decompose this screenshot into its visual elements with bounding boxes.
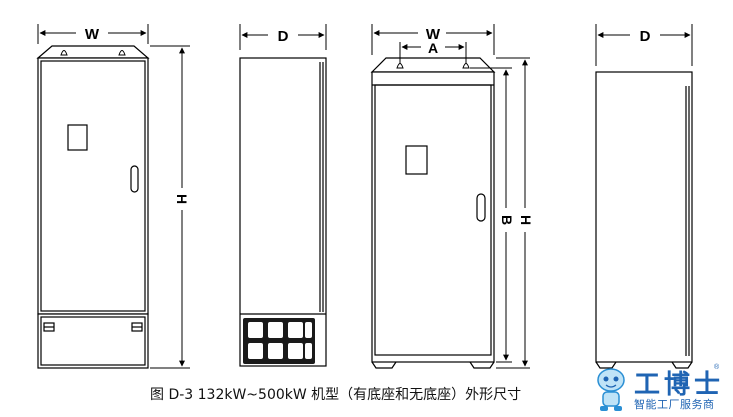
mount-spacing-width-label: A xyxy=(428,40,438,56)
registered-mark: ® xyxy=(714,364,720,371)
front-view-without-base xyxy=(370,57,496,369)
robot-mascot-icon xyxy=(597,368,625,411)
mount-spacing-height-label: B xyxy=(499,215,515,225)
height-label-1: H xyxy=(174,194,190,204)
width-dimension-2 xyxy=(371,24,495,55)
vent-openings xyxy=(248,322,312,359)
width-label-1: W xyxy=(85,26,100,43)
watermark-subtitle: 智能工厂服务商 xyxy=(634,398,715,411)
side-view-without-base xyxy=(595,71,693,369)
watermark-title: 工博士 xyxy=(634,370,725,400)
height-dimensions-2 xyxy=(470,57,530,369)
side-view-with-base xyxy=(239,57,327,367)
height-dimension-1 xyxy=(150,45,190,369)
width-label-2: W xyxy=(426,26,441,43)
depth-dimension-2 xyxy=(595,24,693,66)
front-view-with-base xyxy=(36,45,150,369)
depth-label-2: D xyxy=(640,28,651,45)
lifting-eye-icon xyxy=(60,50,126,56)
width-dimension-1 xyxy=(37,24,149,44)
depth-label-1: D xyxy=(278,28,289,45)
watermark-logo: 工博士 ® 智能工厂服务商 xyxy=(594,364,730,414)
depth-dimension-1 xyxy=(239,24,327,50)
figure-caption-text: 图 D-3 132kW~500kW 机型（有底座和无底座）外形尺寸 xyxy=(150,387,522,403)
mount-spacing-width-dimension xyxy=(399,42,467,64)
height-label-2: H xyxy=(518,215,534,225)
